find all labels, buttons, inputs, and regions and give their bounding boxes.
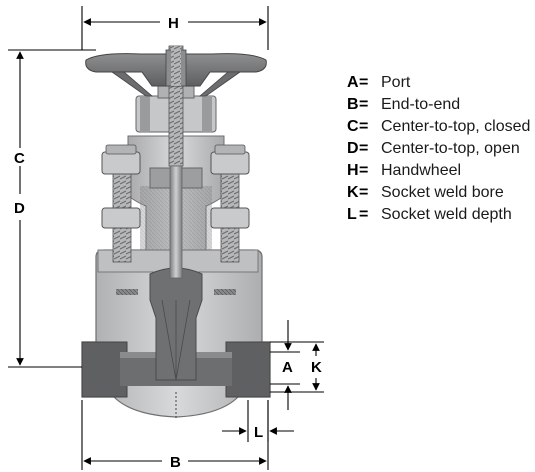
legend-item-a: A= Port (347, 72, 530, 94)
valve-body (81, 249, 271, 420)
dimension-lines (8, 6, 324, 470)
legend-key: C (347, 118, 359, 135)
legend-key: H (347, 162, 359, 179)
legend-equals: = (359, 162, 369, 179)
left-stud-bolt (101, 144, 141, 263)
dim-label-h: H (168, 15, 179, 32)
legend-key: A (347, 74, 359, 91)
dim-label-b: B (170, 454, 181, 471)
dim-label-d: D (14, 200, 25, 217)
legend-item-h: H= Handwheel (347, 160, 530, 182)
legend-equals: = (359, 74, 369, 91)
legend-key: L (347, 206, 357, 223)
legend-item-c: C= Center-to-top, closed (347, 116, 530, 138)
dim-label-a: A (282, 359, 293, 376)
legend-text: Center-to-top, open (381, 140, 520, 157)
dim-label-k: K (311, 359, 322, 376)
legend-text: Socket weld bore (381, 184, 504, 201)
legend-text: Port (381, 74, 411, 91)
legend-text: Socket weld depth (381, 206, 512, 223)
legend-key: B (347, 96, 359, 113)
legend-equals: = (359, 140, 369, 157)
legend-key: K (347, 184, 359, 201)
legend-item-k: K= Socket weld bore (347, 182, 530, 204)
legend-equals: = (359, 118, 369, 135)
right-stud-bolt (210, 144, 250, 263)
legend-equals: = (359, 96, 369, 113)
legend-equals: = (359, 206, 369, 223)
legend-item-d: D= Center-to-top, open (347, 138, 530, 160)
legend-text: End-to-end (381, 96, 461, 113)
legend-equals: = (359, 184, 369, 201)
legend-text: Handwheel (381, 162, 462, 179)
legend-item-l: L= Socket weld depth (347, 204, 530, 226)
legend-item-b: B= End-to-end (347, 94, 530, 116)
legend-key: D (347, 140, 359, 157)
handwheel (85, 46, 267, 97)
legend-text: Center-to-top, closed (381, 118, 531, 135)
dim-label-l: L (254, 424, 263, 441)
dim-label-c: C (14, 150, 25, 167)
dimension-legend: A=Port B=End-to-end C=Center-to-top, clo… (347, 72, 530, 226)
